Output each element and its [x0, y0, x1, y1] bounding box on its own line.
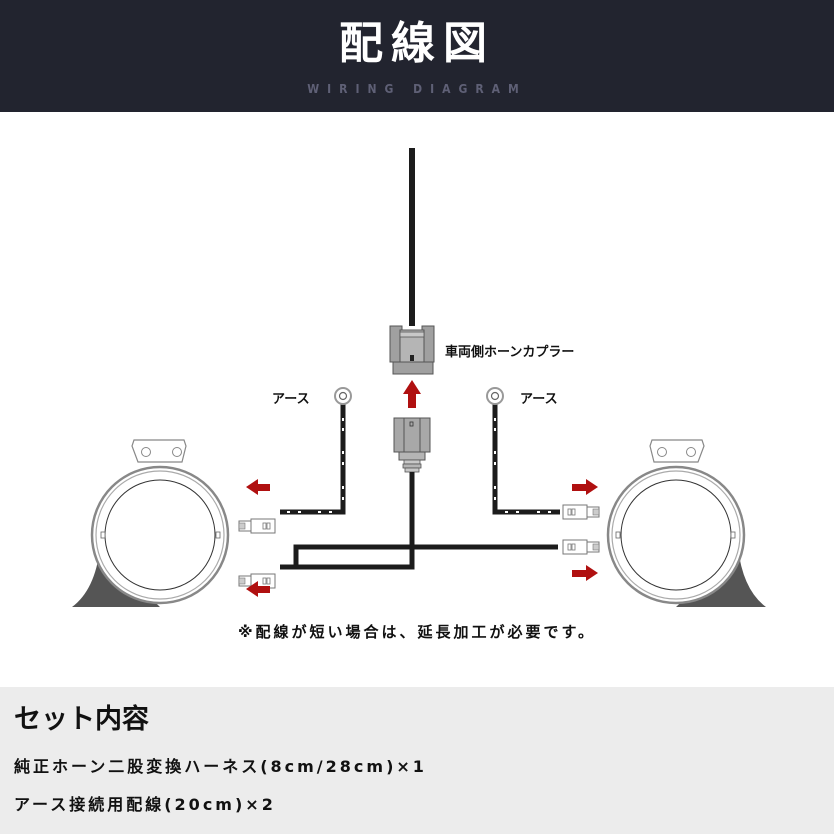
- page-subtitle: WIRING DIAGRAM: [307, 82, 527, 96]
- horn-left-icon: [72, 439, 230, 607]
- harness-connector-icon: [393, 417, 431, 473]
- vehicle-coupler-label: 車両側ホーンカプラー: [445, 345, 575, 360]
- arrow-up-icon: [403, 380, 421, 408]
- arrow-right-icon: [572, 565, 598, 581]
- header-banner: 配線図 WIRING DIAGRAM: [0, 0, 834, 112]
- set-contents-item: アース接続用配線(20cm)×2: [14, 795, 276, 814]
- page-title: 配線図: [339, 18, 495, 69]
- spade-connector-left-top-icon: [238, 518, 276, 534]
- vehicle-coupler-icon: [389, 325, 435, 375]
- arrow-right-icon: [572, 479, 598, 495]
- spade-connector-right-bottom-icon: [562, 539, 600, 555]
- ground-wire-right: [486, 387, 560, 515]
- set-contents-panel: セット内容 純正ホーン二股変換ハーネス(8cm/28cm)×1 アース接続用配線…: [0, 687, 834, 834]
- horn-right-icon: [606, 439, 766, 607]
- ground-label-right: アース: [520, 392, 558, 407]
- ground-wire-left: [280, 387, 352, 515]
- set-contents-item: 純正ホーン二股変換ハーネス(8cm/28cm)×1: [14, 757, 427, 776]
- harness-wires: [280, 472, 558, 570]
- wiring-diagram: 車両側ホーンカプラー アース アース: [0, 112, 834, 687]
- wiring-note: ※配線が短い場合は、延長加工が必要です。: [237, 623, 597, 641]
- spade-connector-right-top-icon: [562, 504, 600, 520]
- arrow-left-icon: [246, 581, 270, 597]
- set-contents-title: セット内容: [14, 704, 149, 735]
- main-wire: [409, 148, 415, 326]
- wiring-diagram-graphic: [72, 148, 766, 607]
- arrow-left-icon: [246, 479, 270, 495]
- ground-label-left: アース: [272, 392, 310, 407]
